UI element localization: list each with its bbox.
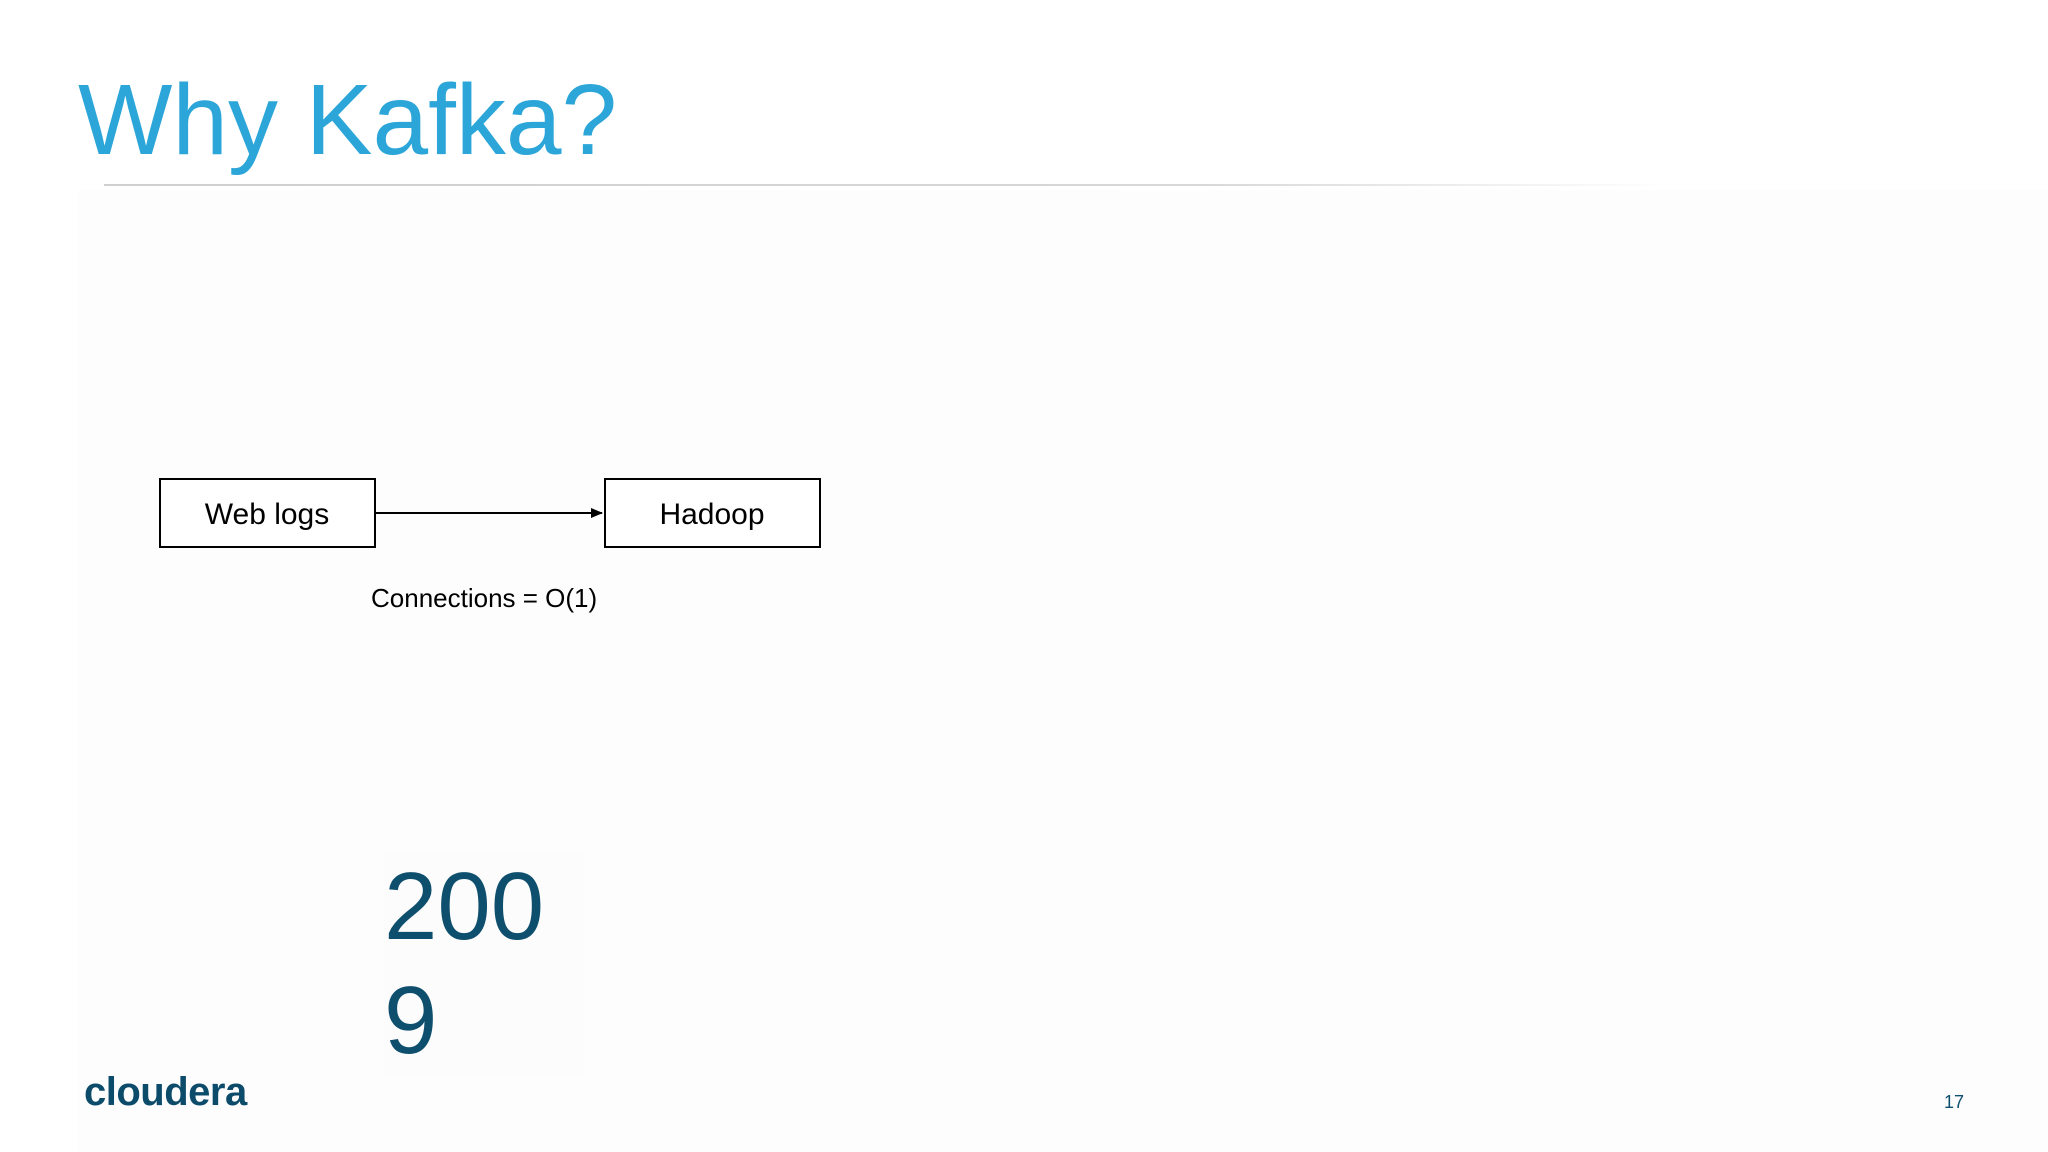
node-web-logs: Web logs bbox=[159, 478, 376, 548]
node-hadoop: Hadoop bbox=[604, 478, 821, 548]
cloudera-logo: cloudera bbox=[84, 1070, 247, 1114]
slide-title: Why Kafka? bbox=[78, 64, 618, 176]
node-hadoop-box bbox=[604, 478, 821, 548]
node-hadoop-label: Hadoop bbox=[659, 498, 764, 531]
node-web-logs-box bbox=[159, 478, 376, 548]
edge-label: Connections = O(1) bbox=[371, 583, 597, 613]
page-number: 17 bbox=[1944, 1092, 1965, 1112]
year-label: 2009 bbox=[384, 850, 584, 1078]
node-web-logs-label: Web logs bbox=[205, 498, 330, 531]
title-divider bbox=[104, 184, 1674, 186]
